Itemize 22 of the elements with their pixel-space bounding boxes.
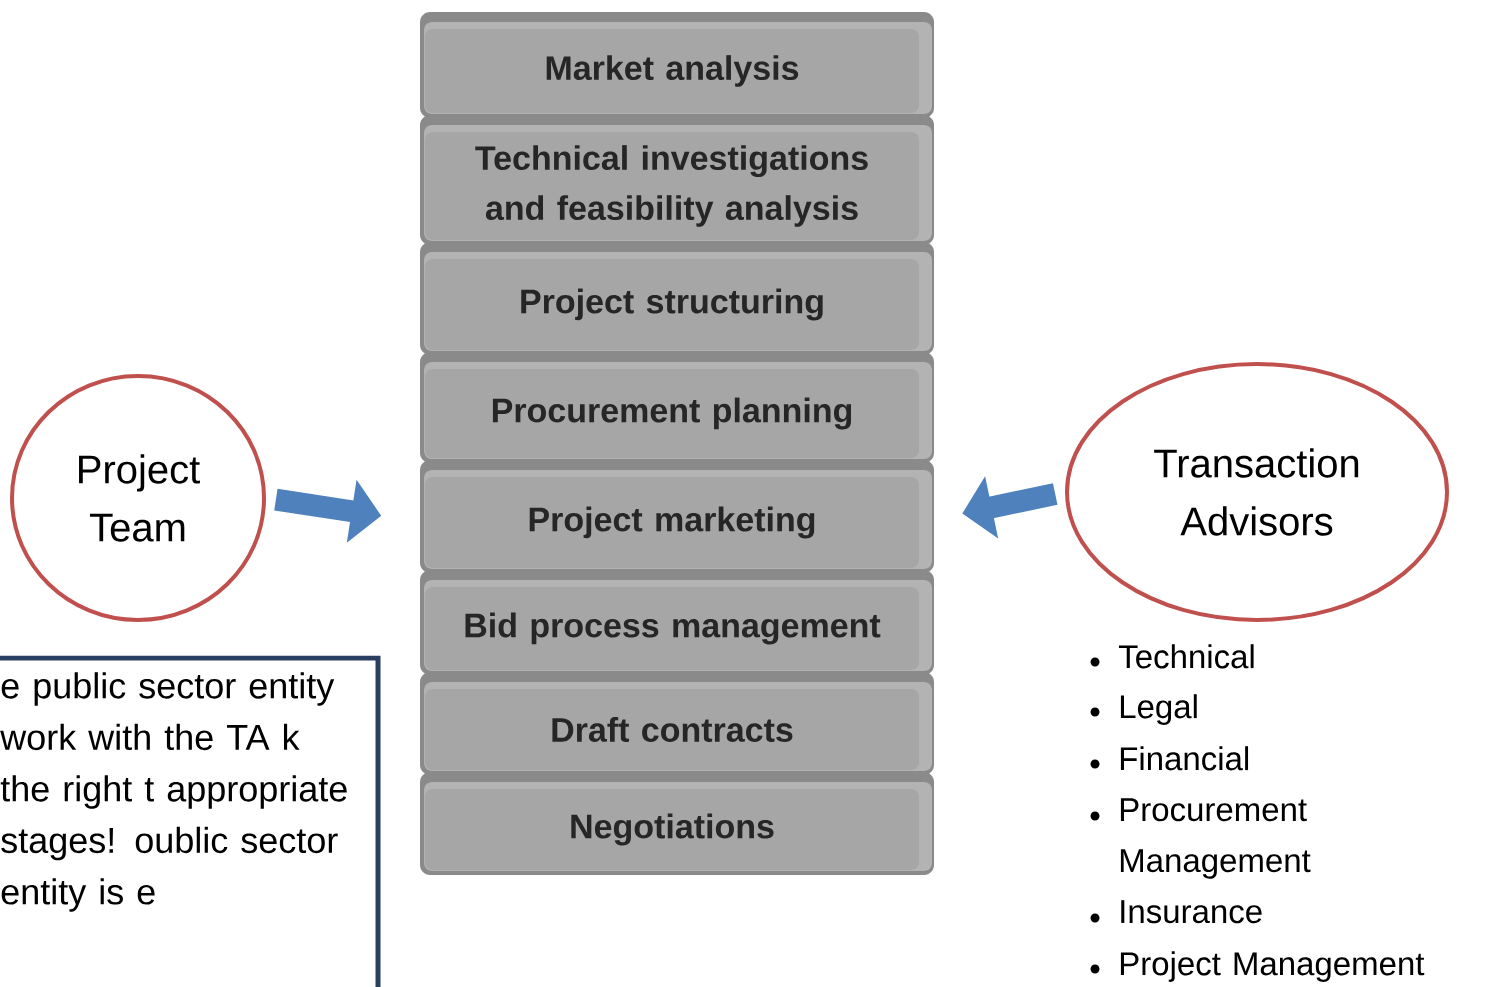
stage-box: Project marketing <box>420 460 934 573</box>
bullet-item: Legal <box>1090 694 1197 725</box>
bullet-item: Procurement Management <box>1090 798 1311 879</box>
bullet-item: Financial <box>1090 746 1249 771</box>
stage-box: Market analysis <box>420 12 934 118</box>
node-label: Project marketing <box>529 506 815 539</box>
node-label: Market analysis <box>546 55 799 87</box>
stage-box: Technical investigations and feasibility analysis <box>420 115 934 245</box>
node-label: Project structuring <box>521 288 823 321</box>
node-label: Draft contracts <box>552 717 793 742</box>
bullet-item: Insurance <box>1090 900 1262 924</box>
node-label: Technical investigations and feasibility analysis <box>475 145 868 227</box>
stage-box: Negotiations <box>420 772 934 875</box>
note-box: e public sector entity work with the TA k the right t appropriate stages! oublic sector entity is e <box>0 655 381 987</box>
node-label: Procurement planning <box>492 397 852 430</box>
bullet-item: Technical <box>1090 644 1254 669</box>
bullet-item: Project Management <box>1090 951 1425 982</box>
stage-box: Draft contracts <box>420 672 934 775</box>
stage-box: Procurement planning <box>420 352 934 463</box>
stage-box: Bid process management <box>420 570 934 675</box>
stage-box: Project structuring <box>420 242 934 355</box>
node-label: Bid process management <box>465 612 881 645</box>
